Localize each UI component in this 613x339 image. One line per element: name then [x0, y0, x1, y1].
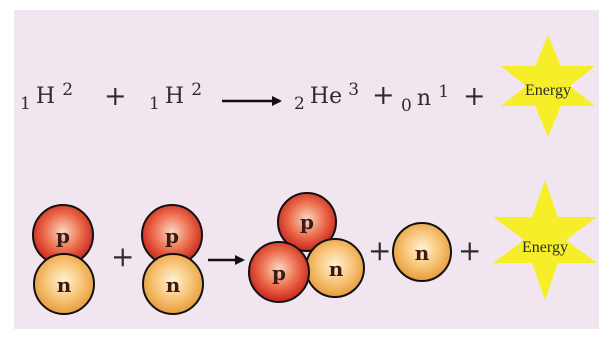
deuteron-2: p n — [141, 204, 204, 315]
reactant1-superscript: 2 — [62, 80, 73, 100]
equation-plus-2: + — [372, 80, 395, 111]
product1-subscript: 2 — [294, 94, 305, 114]
neutron-label: n — [166, 273, 181, 297]
equation-plus-1: + — [104, 81, 127, 112]
proton-label: p — [56, 224, 70, 248]
particle-plus-3: + — [458, 234, 481, 267]
product1-term: 2 He 3 — [294, 80, 359, 114]
particle-row: p n + p n p p n + — [32, 180, 597, 315]
reactant2-superscript: 2 — [191, 80, 202, 100]
proton-label: p — [272, 261, 286, 285]
reactant1-symbol: H — [36, 84, 55, 109]
reactant1-term: 1 H 2 — [20, 80, 73, 114]
energy-star-icon — [501, 35, 595, 137]
proton-label: p — [300, 210, 314, 234]
product1-superscript: 3 — [348, 80, 359, 100]
helium3-nucleus: p p n — [248, 192, 365, 303]
neutron-label: n — [415, 241, 430, 265]
product2-symbol: n — [417, 86, 431, 111]
proton-ball — [277, 192, 337, 252]
product2-subscript: 0 — [401, 96, 412, 116]
deuteron-1: p n — [32, 204, 95, 315]
reactant1-subscript: 1 — [20, 94, 31, 114]
proton-ball — [248, 241, 310, 303]
reactant2-term: 1 H 2 — [149, 80, 202, 114]
neutron-ball — [33, 253, 95, 315]
equation-row: 1 H 2 + 1 H 2 2 He 3 + 0 n 1 + — [20, 35, 595, 137]
neutron-label: n — [329, 257, 344, 281]
reactant2-subscript: 1 — [149, 94, 160, 114]
proton-label: p — [165, 224, 179, 248]
free-neutron: n — [392, 222, 452, 282]
energy-label: Energy — [522, 239, 568, 256]
reactant2-symbol: H — [165, 84, 184, 109]
product2-superscript: 1 — [438, 82, 449, 102]
neutron-label: n — [57, 273, 72, 297]
product2-term: 0 n 1 — [401, 82, 449, 116]
energy-star-icon — [493, 180, 597, 300]
neutron-ball — [392, 222, 452, 282]
particle-plus-1: + — [111, 240, 134, 273]
particle-plus-2: + — [368, 234, 391, 267]
neutron-ball — [142, 253, 204, 315]
energy-label: Energy — [525, 82, 571, 99]
product1-symbol: He — [310, 84, 342, 109]
equation-plus-3: + — [463, 81, 486, 112]
